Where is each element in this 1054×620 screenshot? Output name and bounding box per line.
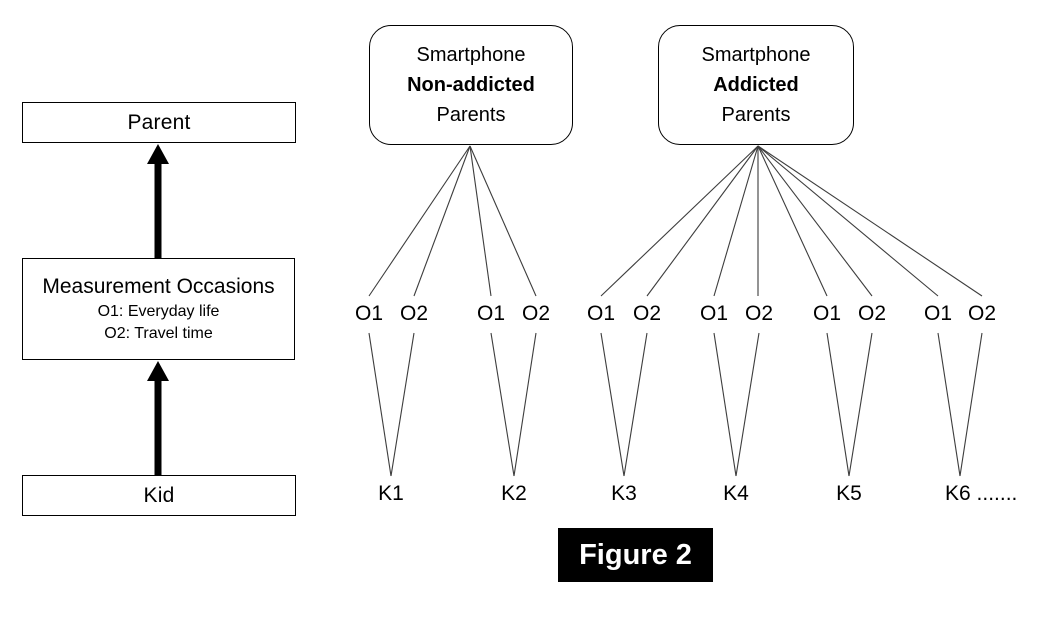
smartphone-addicted-parents-box: Smartphone Addicted Parents <box>658 25 854 145</box>
kid-box: Kid <box>22 475 296 516</box>
group-box-b-line2: Addicted <box>713 74 799 96</box>
figure-caption-text: Figure 2 <box>579 538 692 571</box>
kid-label-k3: K3 <box>611 482 637 505</box>
occasion-label-k2-o1: O1 <box>476 302 506 325</box>
kid-label-k5: K5 <box>836 482 862 505</box>
measurement-box-title: Measurement Occasions <box>42 275 275 298</box>
occasion-label-k2-o2: O2 <box>521 302 551 325</box>
occasion-label-k6-o2: O2 <box>967 302 997 325</box>
kid-box-label: Kid <box>143 483 175 507</box>
occasion-label-k1-o1: O1 <box>354 302 384 325</box>
group-box-a-line1: Smartphone <box>416 44 526 66</box>
measurement-occasions-box: Measurement Occasions O1: Everyday life … <box>22 258 295 360</box>
group-box-a-line3: Parents <box>436 104 506 126</box>
occasion-label-k3-o2: O2 <box>632 302 662 325</box>
group-box-a-line2: Non-addicted <box>407 74 535 96</box>
up-arrow-kid-to-measurement <box>147 361 169 475</box>
group-box-b-line3: Parents <box>721 104 791 126</box>
smartphone-non-addicted-parents-box: Smartphone Non-addicted Parents <box>369 25 573 145</box>
measurement-box-occasion1: O1: Everyday life <box>97 303 220 320</box>
occasion-label-k5-o1: O1 <box>812 302 842 325</box>
occasion-label-k3-o1: O1 <box>586 302 616 325</box>
figure-caption: Figure 2 <box>558 528 713 582</box>
occasion-label-k4-o2: O2 <box>744 302 774 325</box>
occasion-to-kid-lines <box>368 332 983 477</box>
parent-box-label: Parent <box>127 110 191 134</box>
measurement-box-occasion2: O2: Travel time <box>104 325 213 342</box>
kid-label-k6: K6 ....... <box>945 482 1018 505</box>
up-arrow-measurement-to-parent <box>147 144 169 258</box>
occasion-label-k4-o1: O1 <box>699 302 729 325</box>
occasion-label-k5-o2: O2 <box>857 302 887 325</box>
kid-label-k1: K1 <box>378 482 404 505</box>
parent-box: Parent <box>22 102 296 143</box>
kid-label-k2: K2 <box>501 482 527 505</box>
occasion-label-k6-o1: O1 <box>923 302 953 325</box>
occasion-label-k1-o2: O2 <box>399 302 429 325</box>
fan-lines-non-addicted <box>368 145 537 297</box>
kid-label-k4: K4 <box>723 482 749 505</box>
fan-lines-addicted <box>600 145 983 297</box>
group-box-b-line1: Smartphone <box>701 44 811 66</box>
